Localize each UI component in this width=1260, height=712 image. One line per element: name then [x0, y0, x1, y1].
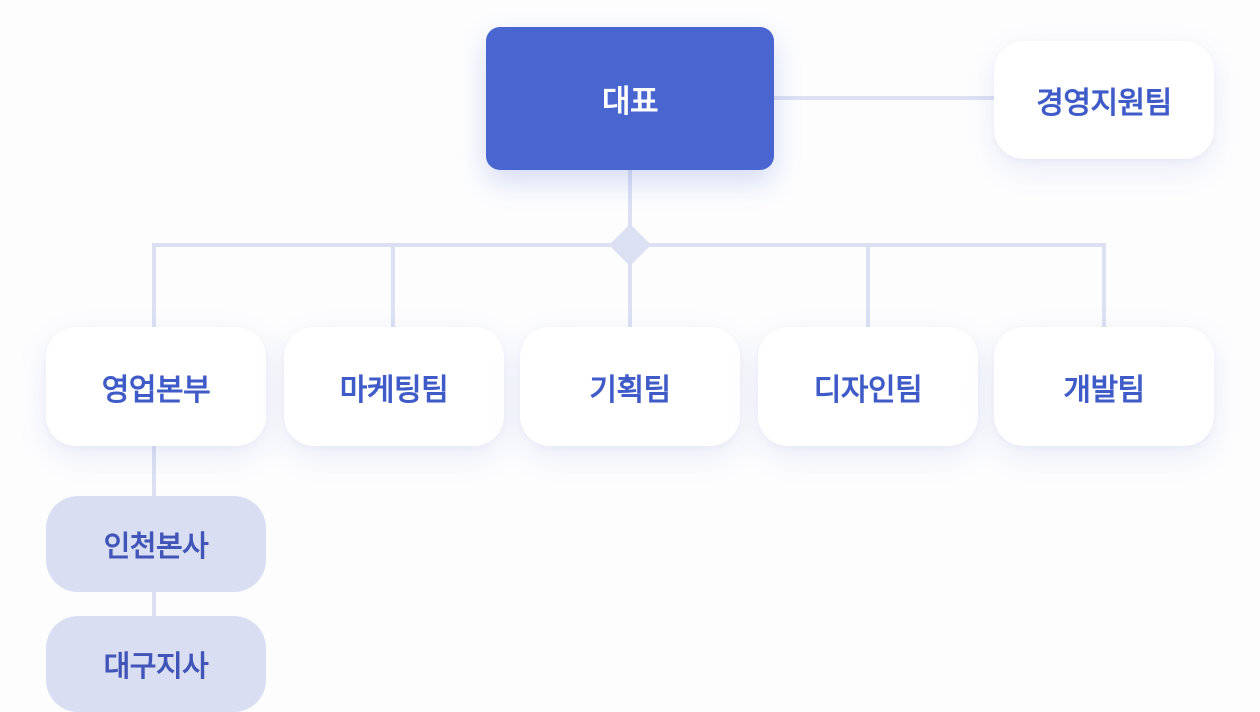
- ceo-node[interactable]: 대표: [486, 27, 774, 170]
- department-node-marketing[interactable]: 마케팅팀: [284, 327, 504, 446]
- department-label-design: 디자인팀: [813, 372, 923, 408]
- junction-diamond: [609, 224, 651, 266]
- branch-node-incheon[interactable]: 인천본사: [46, 496, 266, 592]
- branch-label-daegu: 대구지사: [103, 649, 209, 683]
- department-node-design[interactable]: 디자인팀: [758, 327, 978, 446]
- department-label-marketing: 마케팅팀: [339, 372, 449, 408]
- department-label-sales: 영업본부: [101, 372, 211, 408]
- support-team-node[interactable]: 경영지원팀: [994, 41, 1214, 159]
- department-node-development[interactable]: 개발팀: [994, 327, 1214, 446]
- department-label-planning: 기획팀: [589, 372, 671, 408]
- branch-label-incheon: 인천본사: [103, 529, 209, 563]
- support-team-label: 경영지원팀: [1036, 86, 1172, 121]
- department-node-planning[interactable]: 기획팀: [520, 327, 740, 446]
- department-label-development: 개발팀: [1063, 372, 1145, 408]
- ceo-label: 대표: [601, 84, 659, 120]
- branch-node-daegu[interactable]: 대구지사: [46, 616, 266, 712]
- department-node-sales[interactable]: 영업본부: [46, 327, 266, 446]
